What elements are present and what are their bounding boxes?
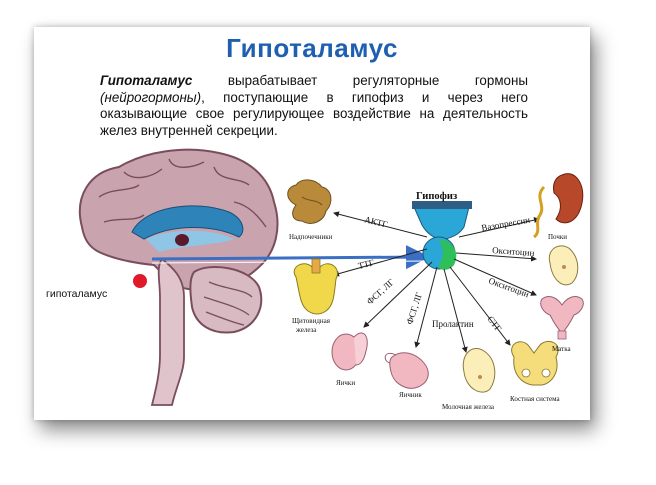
description-neurohormones: (нейрогормоны) bbox=[100, 89, 202, 105]
hormone-prolactin: Пролактин bbox=[432, 319, 474, 329]
uterus-illustration bbox=[540, 296, 584, 340]
description-part-2: , поступающие в гипофиз и через него ока… bbox=[100, 89, 528, 138]
label-thyroid-1: Щитовидная bbox=[292, 317, 331, 325]
hypothalamus-dot bbox=[133, 274, 147, 288]
arrow-tsh bbox=[333, 248, 428, 277]
mammary-illustration bbox=[462, 348, 496, 393]
hormone-stg: СТГ bbox=[485, 314, 503, 333]
label-testes: Яички bbox=[336, 379, 355, 387]
hormone-fsh-lh-2: ФСГ, ЛГ bbox=[404, 291, 424, 326]
arrow-oxytocin-2 bbox=[453, 258, 537, 296]
hypothalamus-diagram: гипоталамус Гипофиз АКТГ ТТГ bbox=[46, 148, 584, 411]
hormone-acth: АКТГ bbox=[364, 214, 389, 229]
skeleton-illustration bbox=[511, 341, 559, 386]
arrow-fsh-lh-1 bbox=[363, 261, 433, 328]
kidney-illustration bbox=[532, 173, 584, 239]
label-kidney: Почки bbox=[548, 233, 567, 241]
arrow-fsh-lh-2 bbox=[414, 266, 438, 348]
thyroid-illustration bbox=[293, 258, 338, 315]
arrow-oxytocin-1 bbox=[455, 252, 537, 262]
label-ovaries: Яичник bbox=[399, 391, 422, 399]
label-skeleton: Костная система bbox=[510, 395, 560, 403]
slide: Гипоталамус Гипоталамус вырабатывает рег… bbox=[34, 27, 590, 420]
description-paragraph: Гипоталамус вырабатывает регуляторные го… bbox=[100, 73, 528, 139]
hypothalamus-to-pituitary-arrow bbox=[151, 245, 430, 270]
hormone-tsh: ТТГ bbox=[357, 257, 375, 271]
brain-illustration bbox=[78, 148, 279, 406]
hormone-vasopressin: Вазопрессин bbox=[481, 215, 531, 233]
label-uterus: Матка bbox=[552, 345, 572, 353]
label-adrenals: Надпочечники bbox=[289, 233, 333, 241]
thalamus-spot bbox=[175, 234, 189, 246]
description-part-1: вырабатывает регуляторные гормоны bbox=[192, 73, 528, 88]
testes-illustration bbox=[331, 332, 368, 371]
arrow-stg bbox=[449, 266, 511, 346]
description-term: Гипоталамус bbox=[100, 73, 193, 88]
pituitary-gland bbox=[412, 201, 472, 270]
page-title: Гипоталамус bbox=[226, 33, 398, 63]
hormone-oxytocin-2: Окситоцин bbox=[487, 275, 530, 299]
hormone-fsh-lh-1: ФСГ, ЛГ bbox=[365, 277, 396, 307]
hypothalamus-label: гипоталамус bbox=[46, 288, 107, 300]
ovaries-illustration bbox=[384, 352, 429, 389]
hormone-oxytocin-1: Окситоцин bbox=[492, 245, 535, 258]
arrow-acth bbox=[333, 211, 428, 238]
label-mammary: Молочная железа bbox=[442, 403, 495, 411]
arrow-vasopressin bbox=[458, 217, 540, 238]
adrenals-illustration bbox=[287, 179, 332, 224]
pituitary-label: Гипофиз bbox=[416, 191, 457, 202]
breast-illustration bbox=[548, 245, 579, 286]
label-thyroid-2: железа bbox=[295, 326, 317, 334]
arrow-prolactin bbox=[443, 268, 468, 353]
